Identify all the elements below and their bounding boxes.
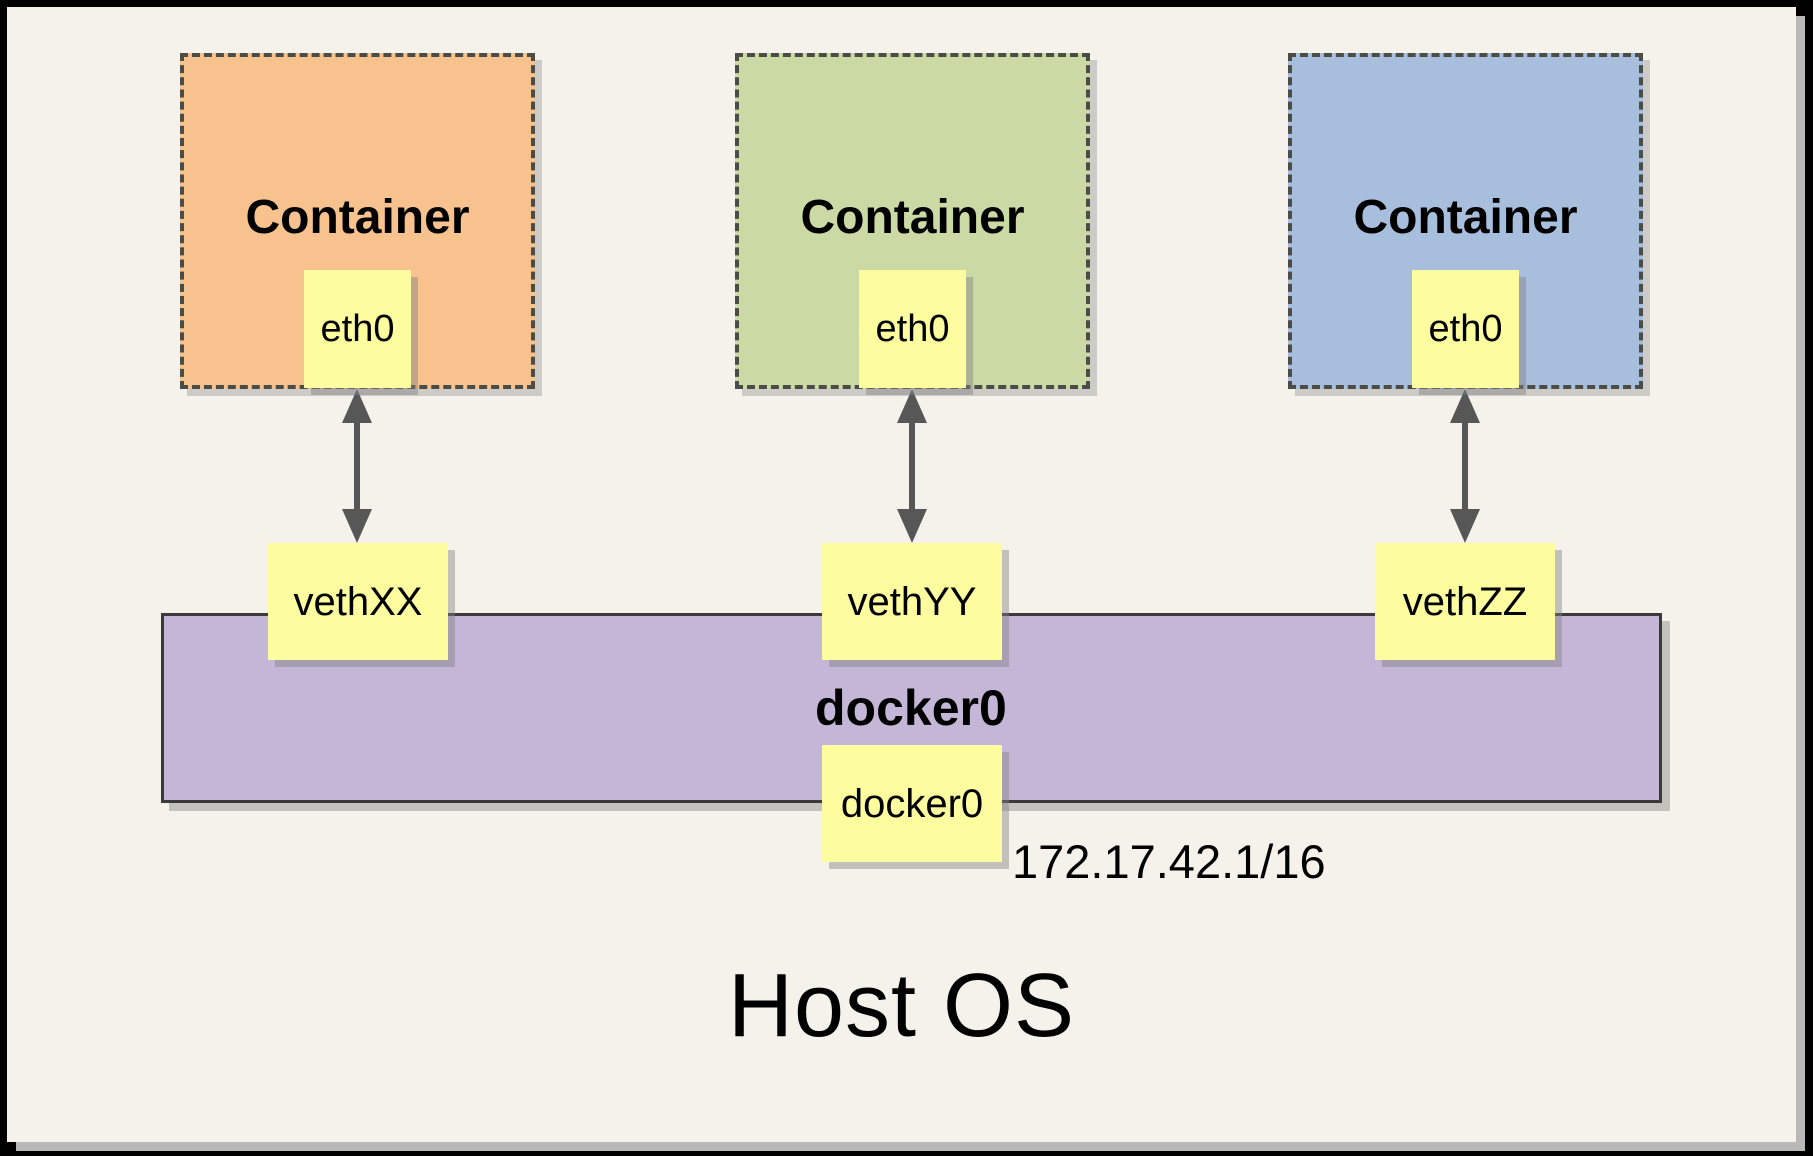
eth0-label-1: eth0	[320, 308, 395, 350]
container-box-2: Container	[735, 53, 1090, 389]
vethxx-label: vethXX	[293, 579, 423, 624]
host-os-label: Host OS	[727, 956, 1076, 1056]
docker0-interface-label: docker0	[840, 781, 984, 826]
vethzz-label: vethZZ	[1402, 579, 1528, 624]
vethyy-label: vethYY	[847, 579, 977, 624]
vethxx-box: vethXX	[268, 543, 448, 660]
veth-arrow-2	[897, 389, 927, 543]
container-label-3: Container	[1353, 191, 1578, 244]
arrow-down-head-icon	[897, 509, 927, 543]
container-label-1: Container	[245, 191, 470, 244]
docker0-interface-box: docker0	[822, 745, 1002, 862]
container-label-2: Container	[800, 191, 1025, 244]
eth0-box-1: eth0	[304, 270, 411, 388]
veth-arrow-3	[1450, 389, 1480, 543]
veth-arrow-1	[342, 389, 372, 543]
docker0-bridge-label: docker0	[815, 680, 1007, 736]
eth0-label-3: eth0	[1428, 308, 1503, 350]
vethyy-box: vethYY	[822, 543, 1002, 660]
arrow-shaft	[909, 415, 915, 517]
arrow-shaft	[354, 415, 360, 517]
arrow-shaft	[1462, 415, 1468, 517]
container-box-1: Container	[180, 53, 535, 389]
eth0-box-2: eth0	[859, 270, 966, 388]
arrow-down-head-icon	[1450, 509, 1480, 543]
eth0-box-3: eth0	[1412, 270, 1519, 388]
bridge-ip-address: 172.17.42.1/16	[1012, 835, 1326, 888]
eth0-label-2: eth0	[875, 308, 950, 350]
vethzz-box: vethZZ	[1375, 543, 1555, 660]
arrow-down-head-icon	[342, 509, 372, 543]
